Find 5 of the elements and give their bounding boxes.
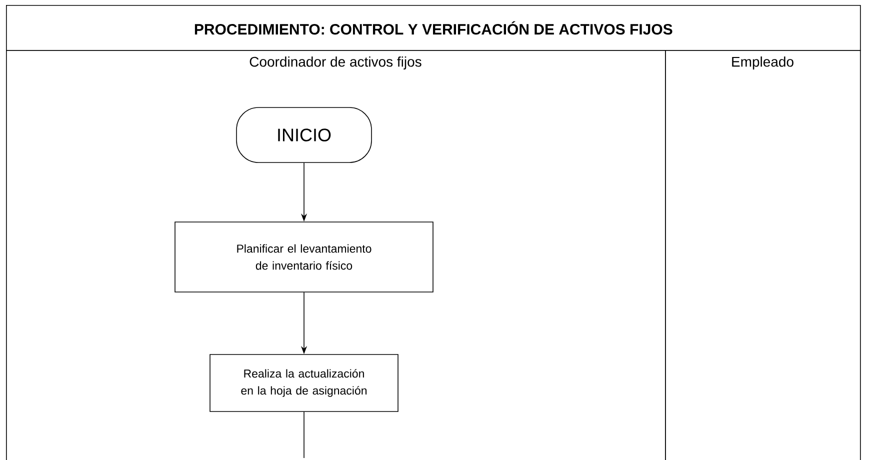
swimlane: Empleado — [665, 50, 861, 460]
process-box: Realiza la actualización en la hoja de asignación — [210, 354, 398, 412]
process-box: Planificar el levantamiento de inventario físico — [174, 222, 434, 292]
start-terminal: INICIO — [236, 107, 372, 163]
title-bar: PROCEDIMIENTO: CONTROL Y VERIFICACIÓN DE ACTIVOS FIJOS — [6, 5, 861, 51]
